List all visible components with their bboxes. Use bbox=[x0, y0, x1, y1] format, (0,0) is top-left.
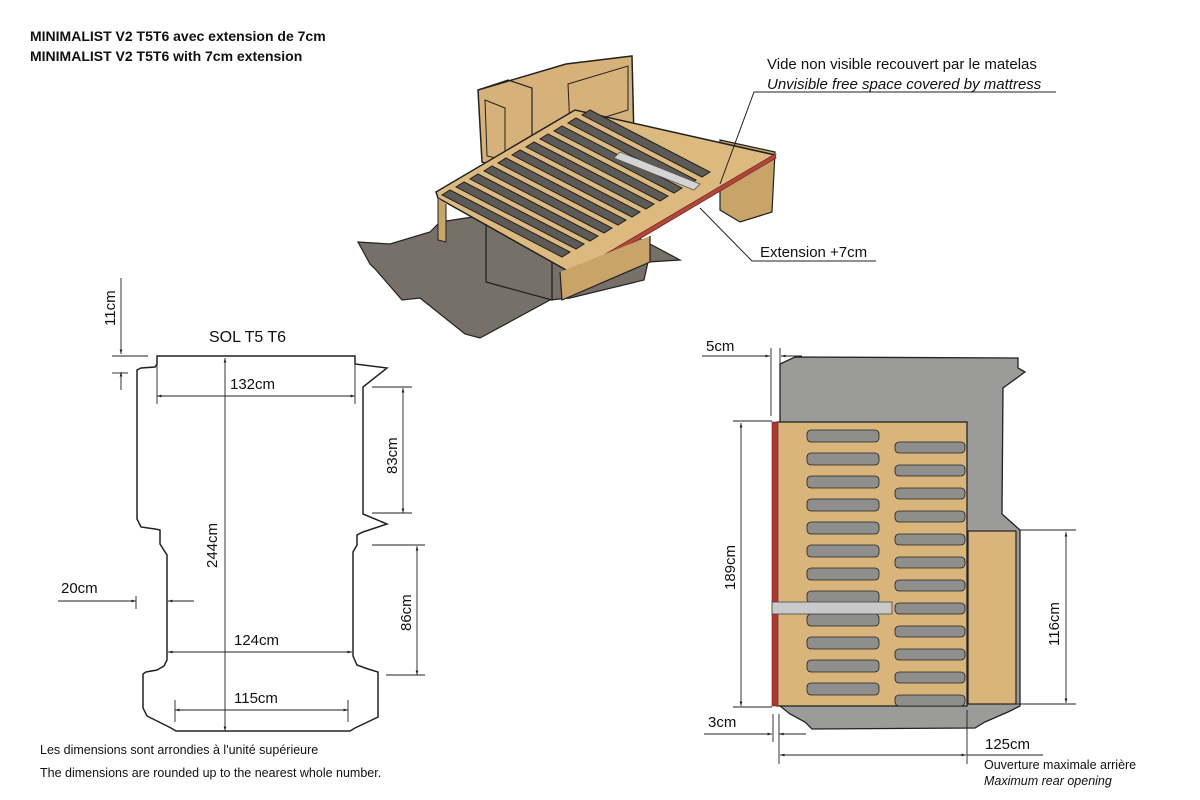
callout-void-line bbox=[719, 91, 1056, 185]
iso-slat-gap bbox=[468, 173, 600, 242]
iso-center-support bbox=[613, 151, 701, 191]
floor-plan-outline bbox=[136, 355, 390, 732]
slat-gap bbox=[894, 510, 966, 523]
slat-gap bbox=[894, 464, 966, 477]
slat-gap bbox=[894, 671, 966, 684]
dim-length: 244cm bbox=[204, 522, 221, 568]
floor-plan-dims bbox=[58, 278, 425, 731]
dim-rear-width: 115cm bbox=[234, 690, 278, 707]
dim-wheel-arch-offset: 20cm bbox=[61, 580, 98, 597]
dim-bed-length: 189cm bbox=[722, 544, 739, 590]
rear-opening-fr: Ouverture maximale arrière bbox=[984, 758, 1137, 772]
slat-gap bbox=[894, 556, 966, 569]
top-view-extension bbox=[771, 421, 779, 707]
dim-front-gap: 5cm bbox=[706, 338, 735, 355]
slat-gap bbox=[806, 682, 880, 696]
iso-slat-gap bbox=[454, 181, 586, 250]
slat-gap bbox=[806, 498, 880, 512]
slat-gap bbox=[894, 487, 966, 500]
slat-gap bbox=[806, 636, 880, 650]
dim-cabinet-length: 116cm bbox=[1046, 602, 1063, 646]
slat-gap bbox=[806, 567, 880, 581]
floor-plan-title: SOL T5 T6 bbox=[209, 329, 287, 346]
iso-slat-gap bbox=[482, 165, 614, 234]
dim-top-offset: 11cm bbox=[102, 290, 119, 326]
rear-opening-en: Maximum rear opening bbox=[984, 774, 1112, 788]
callout-void-en: Unvisible free space covered by mattress bbox=[767, 76, 1042, 93]
top-view-cabinet bbox=[967, 530, 1017, 705]
iso-slat-gap bbox=[510, 149, 642, 218]
dim-rear-gap: 3cm bbox=[708, 714, 737, 731]
callout-void-fr: Vide non visible recouvert par le matela… bbox=[767, 56, 1037, 73]
iso-slat-gap bbox=[440, 189, 572, 258]
top-view-support bbox=[771, 601, 893, 615]
callout-extension: Extension +7cm bbox=[760, 244, 868, 261]
slat-gap bbox=[806, 613, 880, 627]
slat-gap bbox=[894, 579, 966, 592]
slat-gap bbox=[894, 694, 966, 707]
slat-gap bbox=[806, 475, 880, 489]
iso-3d-view bbox=[356, 55, 1056, 339]
slat-gap bbox=[894, 648, 966, 661]
iso-slat-gap bbox=[524, 141, 656, 210]
iso-slat-gap bbox=[580, 109, 712, 178]
slat-gap bbox=[806, 521, 880, 535]
dim-wheel-arch-length: 86cm bbox=[398, 594, 415, 631]
slat-gap bbox=[894, 533, 966, 546]
top-view-slats bbox=[806, 429, 966, 707]
slat-gap bbox=[806, 590, 880, 604]
title-english: MINIMALIST V2 T5T6 with 7cm extension bbox=[30, 48, 303, 64]
slat-gap bbox=[894, 625, 966, 638]
top-view bbox=[771, 356, 1027, 730]
slat-gap bbox=[894, 602, 966, 615]
title-french: MINIMALIST V2 T5T6 avec extension de 7cm bbox=[30, 28, 326, 44]
iso-slat-gap bbox=[538, 133, 670, 202]
callout-extension-line bbox=[699, 207, 876, 262]
iso-slats bbox=[440, 109, 712, 258]
slat-gap bbox=[806, 659, 880, 673]
dim-side-door: 83cm bbox=[384, 437, 401, 474]
slat-gap bbox=[806, 544, 880, 558]
slat-gap bbox=[806, 452, 880, 466]
dim-front-width: 132cm bbox=[230, 376, 276, 393]
footnote-fr: Les dimensions sont arrondies à l'unité … bbox=[40, 743, 319, 757]
top-view-dims bbox=[702, 348, 1076, 764]
slat-gap bbox=[894, 441, 966, 454]
iso-slat-gap bbox=[496, 157, 628, 226]
slat-gap bbox=[806, 429, 880, 443]
footnote-en: The dimensions are rounded up to the nea… bbox=[40, 766, 382, 780]
dim-rear-opening: 125cm bbox=[985, 736, 1031, 753]
dim-width-between-arches: 124cm bbox=[234, 632, 280, 649]
